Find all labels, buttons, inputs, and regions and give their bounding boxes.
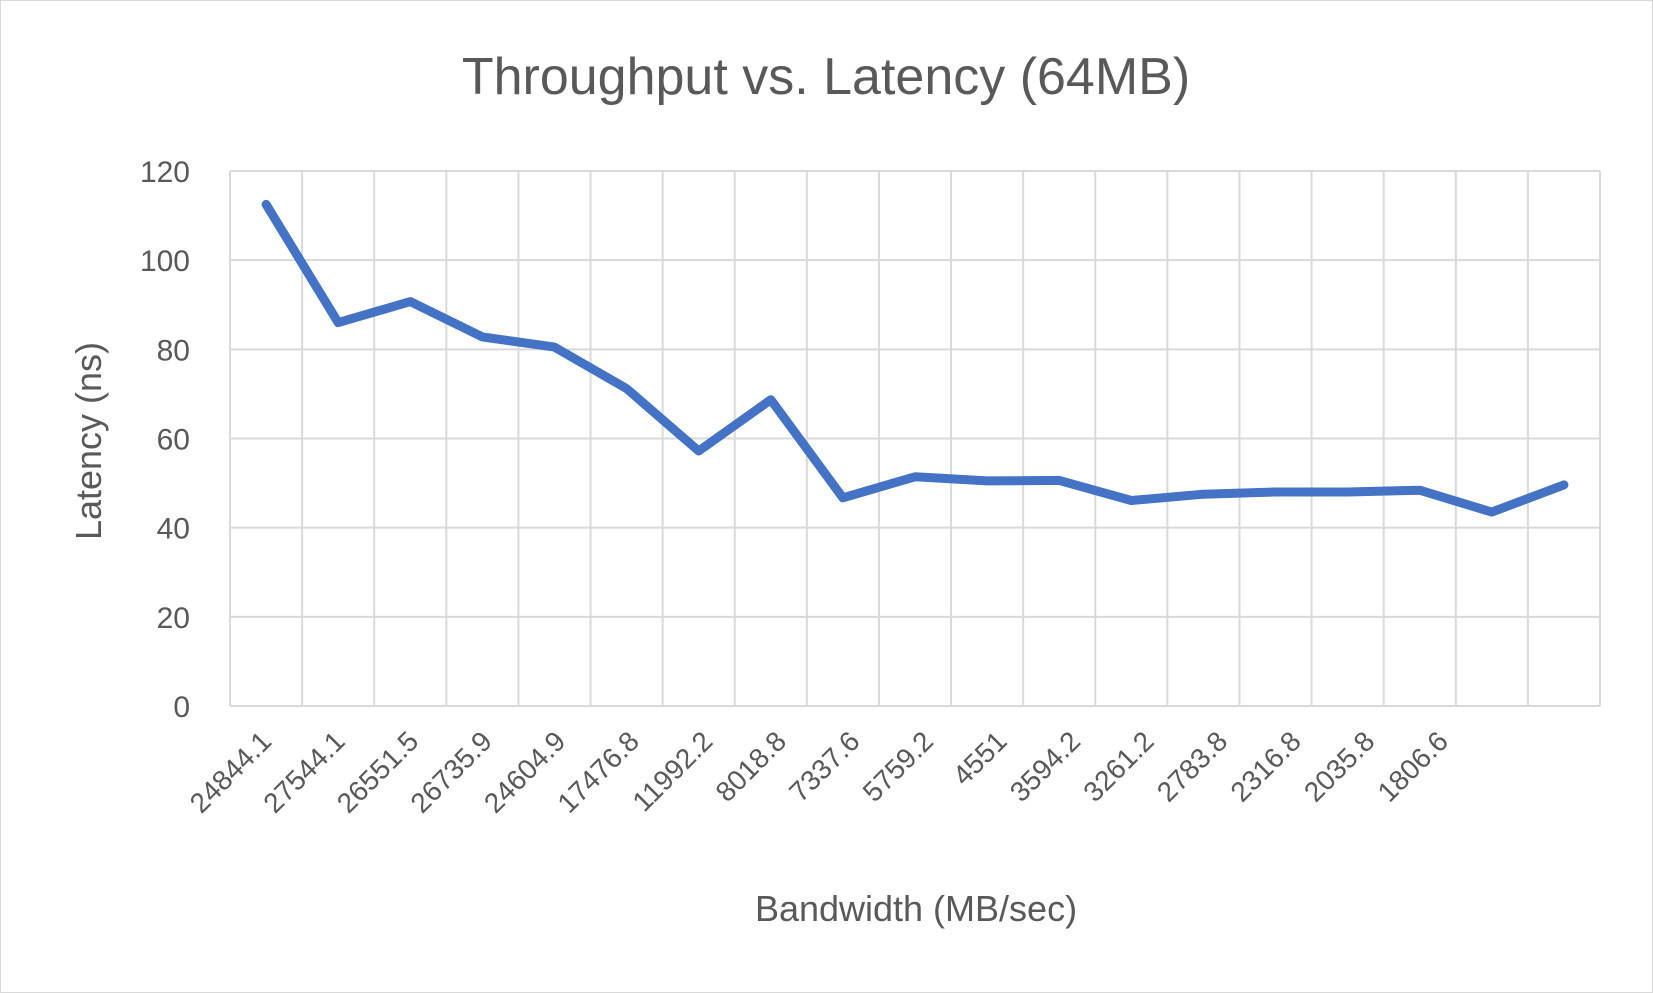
y-tick-label: 120 (140, 156, 190, 189)
x-tick-label: 26735.9 (404, 725, 497, 818)
x-tick-label: 17476.8 (551, 725, 644, 818)
x-tick-label: 7337.6 (783, 725, 865, 807)
x-tick-label: 8018.8 (710, 725, 792, 807)
series-line (261, 199, 1569, 517)
y-tick-label: 0 (173, 691, 190, 724)
x-tick-label: 24844.1 (184, 725, 277, 818)
x-axis-title: Bandwidth (MB/sec) (755, 888, 1077, 929)
y-tick-label: 40 (157, 513, 190, 546)
x-tick-label: 11992.2 (627, 725, 719, 817)
x-tick-label: 2783.8 (1151, 725, 1233, 807)
x-tick-label: 27544.1 (257, 725, 350, 818)
x-tick-label: 4551 (947, 725, 1013, 791)
series-layer (261, 199, 1569, 517)
y-tick-label: 20 (157, 602, 190, 635)
y-tick-label: 80 (157, 334, 190, 367)
y-axis-title: Latency (ns) (68, 342, 109, 540)
y-axis-ticks: 0 20 40 60 80 100 120 (140, 156, 190, 724)
x-tick-label: 24604.9 (478, 725, 571, 818)
x-tick-label: 26551.5 (331, 725, 424, 818)
y-tick-label: 100 (140, 245, 190, 278)
x-axis-ticks: 24844.127544.126551.526735.924604.917476… (184, 725, 1454, 818)
grid-lines (229, 170, 1601, 707)
x-tick-label: 2316.8 (1224, 725, 1306, 807)
x-tick-label: 3261.2 (1077, 725, 1159, 807)
x-tick-label: 2035.8 (1298, 725, 1380, 807)
chart-title: Throughput vs. Latency (64MB) (462, 48, 1190, 106)
x-tick-label: 5759.2 (857, 725, 939, 807)
x-tick-label: 1806.6 (1372, 725, 1454, 807)
y-tick-label: 60 (157, 424, 190, 457)
x-tick-label: 3594.2 (1004, 725, 1086, 807)
